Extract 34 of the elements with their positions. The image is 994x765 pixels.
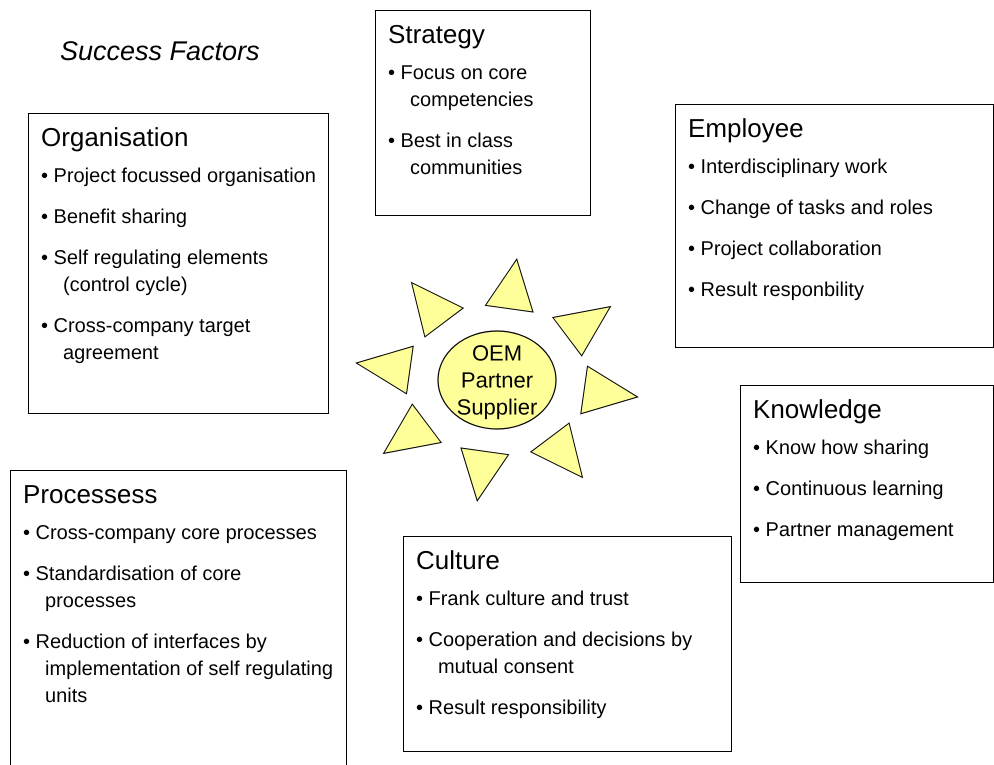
factor-box bbox=[403, 536, 732, 752]
factor-box bbox=[675, 104, 994, 348]
factor-box bbox=[375, 10, 591, 216]
bullet-item: • Project focussed organisation bbox=[41, 164, 317, 189]
bullet-item: • Reduction of interfaces by implementation of self regulating units bbox=[23, 630, 334, 709]
factor-box bbox=[740, 385, 994, 583]
bullet-item: • Focus on core competencies bbox=[388, 61, 534, 113]
bullet-item: • Cross-company target agreement bbox=[41, 314, 252, 366]
bullet-item: • Benefit sharing bbox=[41, 205, 188, 230]
box-heading: Organisation bbox=[41, 122, 190, 153]
bullet-item: • Change of tasks and roles bbox=[688, 196, 934, 221]
bullet-item: • Frank culture and trust bbox=[416, 587, 630, 612]
bullet-item: • Continuous learning bbox=[753, 477, 944, 502]
box-heading: Culture bbox=[416, 545, 501, 576]
sun-center-ellipse bbox=[437, 330, 557, 430]
bullet-item: • Result responsibility bbox=[416, 696, 608, 721]
bullet-item: • Cooperation and decisions by mutual consent bbox=[416, 628, 694, 680]
box-heading: Employee bbox=[688, 113, 805, 144]
bullet-item: • Best in class communities bbox=[388, 129, 524, 181]
node-label: OEM Partner Supplier bbox=[456, 340, 538, 420]
box-heading: Strategy bbox=[388, 19, 486, 50]
factor-box bbox=[28, 113, 329, 414]
bullet-item: • Know how sharing bbox=[753, 436, 930, 461]
bullet-item: • Standardisation of core processes bbox=[23, 562, 242, 614]
factor-box bbox=[10, 470, 347, 765]
bullet-item: • Self regulating elements (control cycle) bbox=[41, 246, 270, 298]
box-heading: Knowledge bbox=[753, 394, 883, 425]
bullet-item: • Partner management bbox=[753, 518, 954, 543]
bullet-item: • Cross-company core processes bbox=[23, 521, 318, 546]
diagram-title: Success Factors bbox=[60, 36, 260, 67]
bullet-item: • Result responbility bbox=[688, 278, 865, 303]
bullet-item: • Project collaboration bbox=[688, 237, 883, 262]
bullet-item: • Interdisciplinary work bbox=[688, 155, 888, 180]
box-heading: Processess bbox=[23, 479, 158, 510]
